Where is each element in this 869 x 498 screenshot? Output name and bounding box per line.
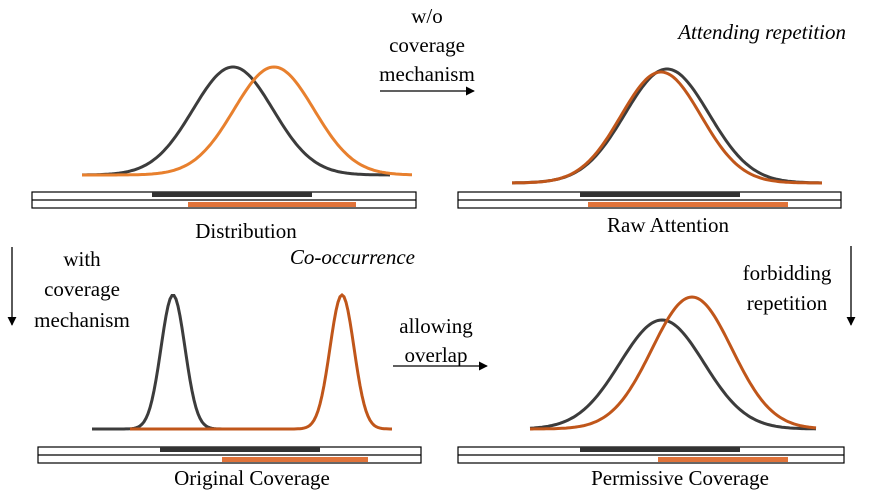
- original-coverage-span-bars: [37, 446, 422, 464]
- original-coverage-rust-curve: [130, 292, 392, 431]
- original-coverage-label: Original Coverage: [174, 466, 330, 490]
- panel-raw-attention: Raw Attention Attending repetition: [457, 20, 846, 237]
- attending-repetition-label: Attending repetition: [676, 20, 846, 44]
- arrow-left-text-3: mechanism: [34, 308, 130, 332]
- arrow-middle-text-2: overlap: [405, 343, 468, 367]
- raw-attention-orange-span: [588, 202, 788, 207]
- panel-permissive-coverage: Permissive Coverage: [457, 295, 845, 490]
- raw-attention-dark-curve: [512, 67, 822, 185]
- distribution-span-bars: [31, 191, 417, 209]
- arrow-right-text-1: forbidding: [743, 261, 832, 285]
- arrow-left-text-2: coverage: [44, 277, 120, 301]
- arrow-left-with-coverage: with coverage mechanism: [7, 247, 130, 332]
- panel-distribution: Distribution: [31, 65, 417, 243]
- raw-attention-rust-curve: [512, 70, 822, 185]
- arrow-right-forbidding-repetition: forbidding repetition: [743, 246, 856, 326]
- arrow-top-text-2: coverage: [389, 33, 465, 57]
- permissive-coverage-label: Permissive Coverage: [591, 466, 769, 490]
- arrow-top-text-3: mechanism: [379, 62, 475, 86]
- distribution-orange-curve: [82, 65, 412, 177]
- distribution-label: Distribution: [195, 219, 297, 243]
- panel-original-coverage: Original Coverage Co-occurrence: [37, 245, 422, 490]
- permissive-coverage-span-bars: [457, 446, 845, 464]
- original-coverage-dark-span: [160, 447, 320, 452]
- raw-attention-dark-span: [580, 192, 740, 197]
- raw-attention-span-bars: [457, 191, 842, 209]
- arrow-left-text-1: with: [63, 247, 101, 271]
- original-coverage-orange-span: [222, 457, 368, 462]
- permissive-coverage-orange-span: [658, 457, 788, 462]
- arrow-middle-text-1: allowing: [399, 314, 473, 338]
- permissive-coverage-dark-curve: [529, 318, 817, 431]
- permissive-coverage-dark-span: [580, 447, 740, 452]
- distribution-dark-curve: [82, 65, 391, 177]
- permissive-coverage-rust-curve: [530, 295, 817, 431]
- raw-attention-label: Raw Attention: [607, 213, 729, 237]
- arrow-middle-allowing-overlap: allowing overlap: [393, 314, 488, 371]
- arrow-top-wo-coverage: w/o coverage mechanism: [379, 4, 475, 96]
- distribution-orange-span: [188, 202, 356, 207]
- co-occurrence-label: Co-occurrence: [290, 245, 415, 269]
- arrow-top-text-1: w/o: [411, 4, 443, 28]
- distribution-dark-span: [152, 192, 312, 197]
- arrow-right-text-2: repetition: [747, 291, 828, 315]
